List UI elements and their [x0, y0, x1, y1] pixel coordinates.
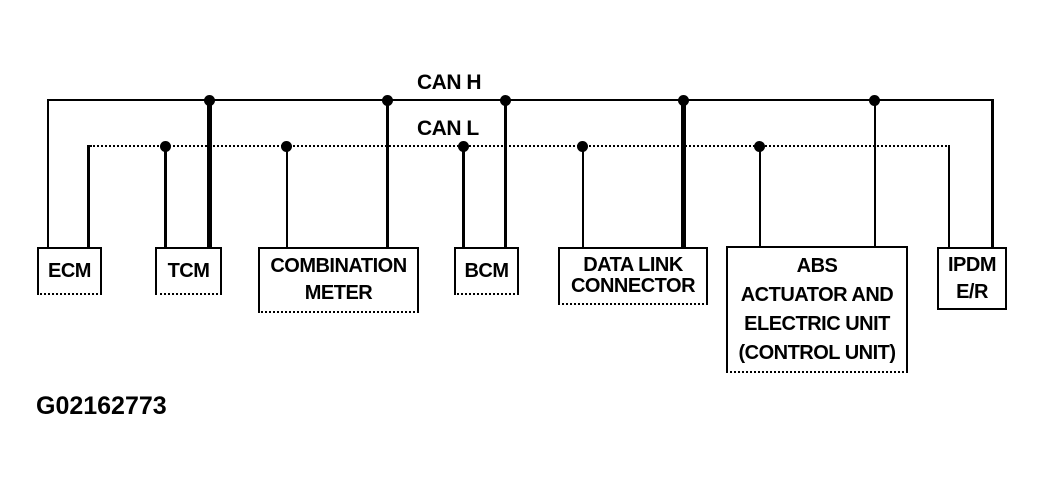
node-combination-meter-label-line2: METER: [304, 282, 373, 304]
node-abs-label-line1: ABS: [796, 254, 838, 277]
node-combination-meter: COMBINATION METER: [258, 247, 419, 313]
wire-abs-can-h: [874, 99, 876, 246]
figure-id: G02162773: [36, 392, 167, 420]
node-abs-label-line3: ELECTRIC UNIT: [744, 312, 890, 335]
wire-abs-can-l: [759, 145, 761, 246]
node-ecm-label: ECM: [48, 260, 91, 282]
node-tcm-label: TCM: [167, 260, 210, 282]
wire-combination-meter-can-h: [386, 99, 389, 247]
node-bcm-label: BCM: [464, 260, 509, 282]
wire-bcm-can-h: [504, 99, 507, 247]
can-h-label: CAN H: [417, 71, 482, 94]
wire-tcm-can-h: [207, 99, 212, 247]
wire-ipdm-can-h: [991, 99, 994, 247]
node-ecm: ECM: [37, 247, 102, 295]
node-abs-label-line4: (CONTROL UNIT): [738, 341, 896, 364]
junction-dot-can-h-bcm: [500, 95, 511, 106]
wire-combination-meter-can-l: [286, 145, 288, 247]
node-ipdm-label-line1: IPDM: [948, 253, 997, 276]
node-data-link-connector: DATA LINK CONNECTOR: [558, 247, 708, 305]
node-ipdm-label-line2: E/R: [956, 280, 988, 303]
junction-dot-can-l-bcm: [458, 141, 469, 152]
node-tcm: TCM: [155, 247, 222, 295]
can-l-label: CAN L: [417, 117, 479, 140]
can-h-bus-line: [48, 99, 993, 101]
wire-data-link-connector-can-h: [681, 99, 686, 247]
node-abs-actuator: ABS ACTUATOR AND ELECTRIC UNIT (CONTROL …: [726, 246, 908, 373]
wire-ecm-can-l: [87, 145, 90, 247]
node-abs-label-line2: ACTUATOR AND: [740, 283, 894, 306]
wire-ipdm-can-l: [948, 145, 950, 247]
node-combination-meter-label-line1: COMBINATION: [270, 255, 407, 277]
junction-dot-can-h-abs: [869, 95, 880, 106]
junction-dot-can-l-abs: [754, 141, 765, 152]
node-bcm: BCM: [454, 247, 519, 295]
wire-ecm-can-h: [47, 99, 49, 247]
wire-bcm-can-l: [462, 145, 465, 247]
node-data-link-connector-label-line2: CONNECTOR: [570, 275, 696, 297]
junction-dot-can-h-combination-meter: [382, 95, 393, 106]
wire-tcm-can-l: [164, 145, 167, 247]
node-data-link-connector-label-line1: DATA LINK: [583, 254, 683, 276]
junction-dot-can-l-combination-meter: [281, 141, 292, 152]
wire-data-link-connector-can-l: [582, 145, 584, 247]
junction-dot-can-l-data-link-connector: [577, 141, 588, 152]
can-l-bus-line: [90, 145, 950, 147]
junction-dot-can-h-tcm: [204, 95, 215, 106]
junction-dot-can-l-tcm: [160, 141, 171, 152]
junction-dot-can-h-data-link-connector: [678, 95, 689, 106]
node-ipdm-er: IPDM E/R: [937, 247, 1007, 310]
